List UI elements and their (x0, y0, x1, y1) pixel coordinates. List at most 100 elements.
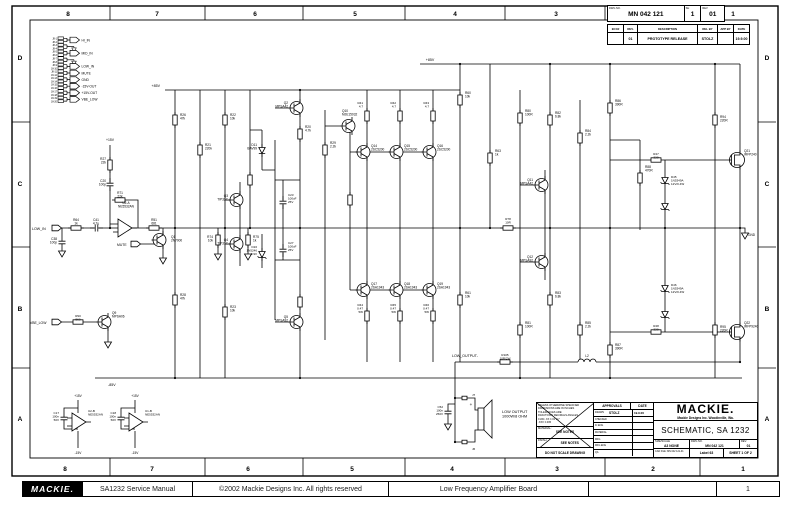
junction-dot (173, 376, 177, 380)
gnd-symbol (214, 251, 222, 261)
approval-date (632, 449, 653, 457)
dwg-label: DWG NO. (691, 440, 703, 444)
zone-col-bottom: 7 (150, 466, 154, 473)
res-symbol (107, 156, 113, 174)
connector-pin (57, 92, 64, 97)
res-symbol (172, 111, 178, 129)
res-symbol (487, 149, 493, 167)
approval-label: IC ENG (595, 424, 604, 428)
zone-col-bottom: 2 (651, 466, 655, 473)
sheet-cell: SH 1 (685, 6, 702, 21)
component-label: LOW_OUTPUT- (452, 354, 479, 358)
approval-row: MATERIAL (594, 429, 653, 437)
tr-symbol (228, 234, 244, 254)
pin-number: J8-5 (52, 51, 57, 54)
approval-date (632, 429, 653, 436)
tr-symbol (96, 312, 112, 332)
component-label: +85V (152, 84, 161, 88)
tr-symbol (533, 252, 549, 272)
res-symbol (577, 321, 583, 339)
zone-row-left: A (18, 416, 23, 423)
connector-pin (57, 66, 64, 70)
connector-wire (63, 70, 70, 76)
net-tag (69, 69, 80, 77)
zen-symbol (660, 281, 670, 296)
junction-dot (738, 360, 742, 364)
component-label: +15V (131, 394, 139, 398)
rev-label2: REV. (741, 440, 747, 444)
res-symbol (364, 107, 370, 125)
pin-number: J8-12 (51, 74, 58, 77)
approval-label: MFG (595, 437, 601, 441)
zone-col-top: 7 (155, 11, 159, 18)
res-symbol (547, 291, 553, 309)
res-symbol (247, 171, 253, 189)
gnd-symbol (159, 255, 167, 265)
speaker-cone (483, 399, 493, 439)
connector-wire (63, 44, 70, 49)
pin-number: J8-9 (52, 64, 57, 67)
pin-number: J8-16 (51, 87, 58, 90)
connector-wire (63, 64, 70, 69)
rev-value2: 01 (746, 443, 751, 448)
rev-label: REV (702, 6, 708, 10)
connector-wire (63, 97, 70, 102)
pin-number: J8-11 (51, 71, 57, 74)
component-label: J7 (472, 393, 476, 397)
approval-date (632, 436, 653, 442)
gnd-symbol (104, 339, 112, 349)
junction-dot (458, 62, 462, 66)
junction-dot (298, 376, 302, 380)
junction-dot (608, 376, 612, 380)
res-symbol (577, 129, 583, 147)
sheet-value: SHEET 1 OF 2 (729, 451, 752, 456)
junction-dot (608, 62, 612, 66)
rev-col-rel: REL BY (698, 25, 718, 32)
connector-wire (63, 51, 70, 56)
pin-number: J8-17 (51, 90, 58, 93)
approval-label: CHECKED (595, 417, 607, 421)
cap-symbol (58, 235, 66, 250)
net-label: VBE_LOW (82, 98, 99, 102)
res-symbol (712, 321, 718, 339)
cap-symbol (106, 177, 114, 192)
dwg-cell: DWG NO. MN 042 121 (690, 439, 740, 448)
res-symbol (322, 141, 328, 159)
tr-symbol (421, 142, 437, 162)
revision-table-header: ECO# REV. DESCRIPTION REL BY APP BY DATE (608, 25, 749, 33)
pin-number: J8-7 (52, 57, 57, 60)
component-label: J6 (472, 447, 476, 451)
tr-symbol (340, 116, 356, 136)
component-symbols (51, 91, 749, 445)
pin-number: J8-13 (51, 77, 58, 80)
res-symbol (364, 307, 370, 325)
tr-symbol (388, 142, 404, 162)
